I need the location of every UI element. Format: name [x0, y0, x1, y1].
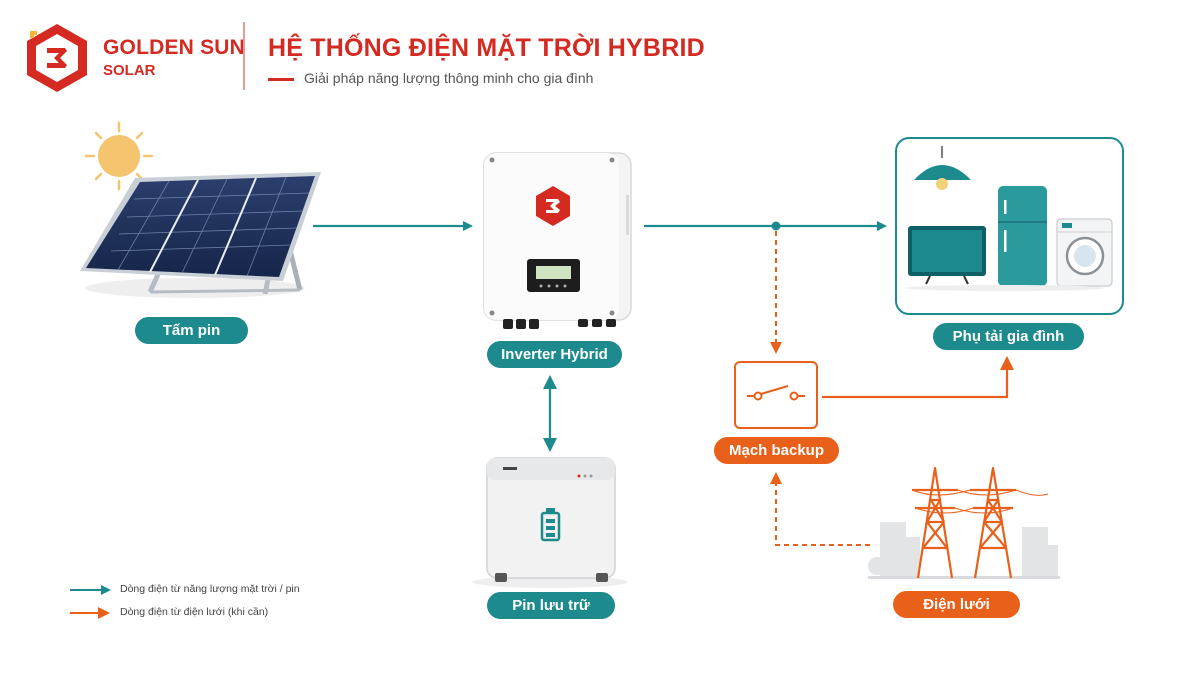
inverter-icon [483, 152, 632, 329]
legend-solar-text: Dòng điện từ năng lượng mặt trời / pin [120, 583, 300, 595]
household-load-icon [895, 137, 1124, 315]
solar-panel-icon [80, 172, 321, 298]
flow-backup-to-load [822, 356, 1014, 399]
power-grid-icon [868, 466, 1060, 579]
backup-switch-icon [734, 361, 818, 429]
grid-label: Điện lưới [893, 591, 1020, 618]
flow-junction [771, 221, 781, 231]
flow-connectors [313, 221, 1014, 546]
page-title: HỆ THỐNG ĐIỆN MẶT TRỜI HYBRID [268, 34, 705, 62]
brand-logo [27, 24, 87, 92]
subtitle-accent-line [268, 78, 294, 81]
battery-label: Pin lưu trữ [487, 592, 615, 619]
header-divider [243, 22, 245, 90]
brand-name: GOLDEN SUN [103, 36, 246, 59]
legend-grid-text: Dòng điện từ điện lưới (khi cần) [120, 606, 269, 618]
page-subtitle: Giải pháp năng lượng thông minh cho gia … [304, 70, 594, 86]
backup-circuit-label: Mạch backup [714, 437, 839, 464]
battery-storage-icon [472, 457, 628, 588]
solar-panel-label: Tấm pin [135, 317, 248, 344]
flow-grid-to-backup [770, 472, 870, 546]
household-load-label: Phụ tải gia đình [933, 323, 1084, 350]
brand-name-sub: SOLAR [103, 62, 156, 79]
sun-icon [84, 121, 154, 191]
inverter-label: Inverter Hybrid [487, 341, 622, 368]
